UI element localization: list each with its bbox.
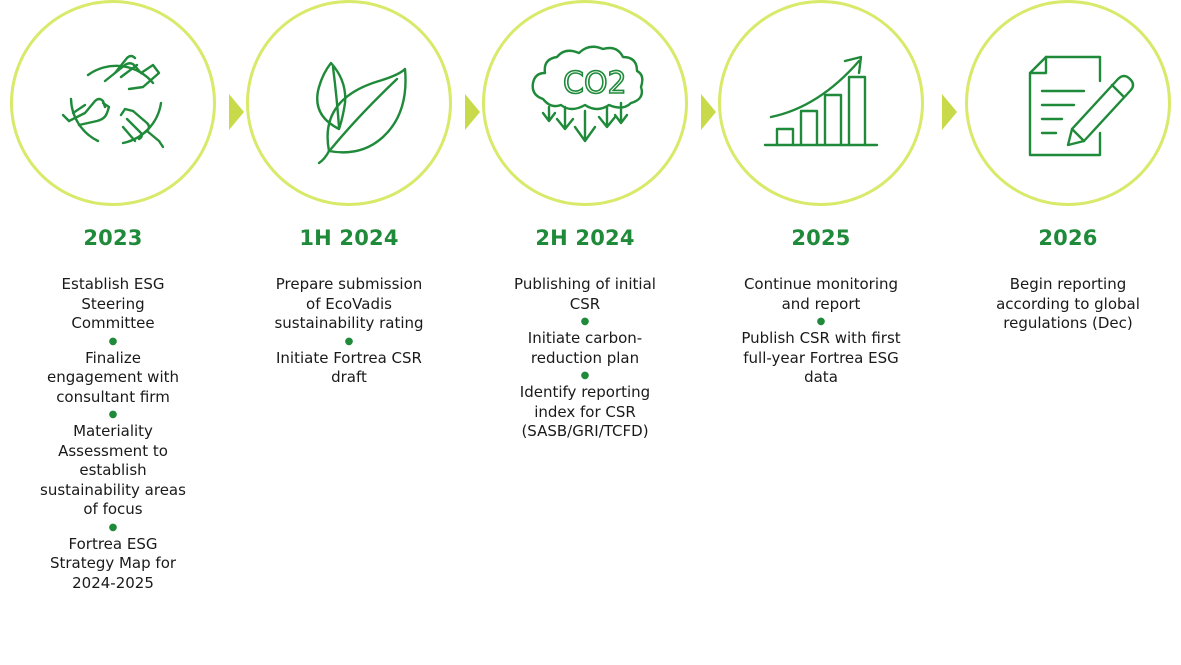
stage-icon-circle: CO2 xyxy=(482,0,688,206)
stage-year: 2025 xyxy=(791,226,851,250)
milestone-item: Initiate Fortrea CSR draft xyxy=(276,348,422,387)
stage-year: 2H 2024 xyxy=(535,226,635,250)
stage-milestone-list: Prepare submission of EcoVadis sustainab… xyxy=(274,275,424,388)
stage-icon-circle xyxy=(965,0,1171,206)
milestone-item: Finalize engagement with consultant firm xyxy=(46,348,180,406)
stage-year: 2023 xyxy=(83,226,143,250)
stage-year: 1H 2024 xyxy=(299,226,399,250)
bullet-separator: ● xyxy=(344,335,354,347)
milestone-item: Begin reporting according to global regu… xyxy=(996,275,1140,332)
chevron-right-icon xyxy=(942,94,957,130)
stage-icon-circle xyxy=(246,0,452,206)
bullet-separator: ● xyxy=(580,370,590,381)
growth-chart-icon xyxy=(763,55,879,147)
stage-milestone-list: Publishing of initial CSR ● Initiate car… xyxy=(500,275,670,442)
milestone-item: Materiality Assessment to establish sust… xyxy=(40,422,186,518)
co2-reduction-icon: CO2 xyxy=(531,45,644,143)
chevron-right-icon xyxy=(229,94,244,130)
bullet-separator: ● xyxy=(108,521,118,533)
milestone-item: Prepare submission of EcoVadis sustainab… xyxy=(274,275,424,332)
bullet-separator: ● xyxy=(108,409,118,420)
milestone-item: Publishing of initial CSR xyxy=(514,275,656,313)
milestone-item: Fortrea ESG Strategy Map for 2024-2025 xyxy=(49,534,177,592)
bullet-separator: ● xyxy=(108,335,118,347)
stage-icon-circle xyxy=(10,0,216,206)
milestone-item: Publish CSR with first full-year Fortrea… xyxy=(741,329,901,386)
milestone-item: Continue monitoring and report xyxy=(743,275,899,313)
bullet-separator: ● xyxy=(580,316,590,327)
bullet-separator: ● xyxy=(816,316,826,327)
stage-icon-circle xyxy=(718,0,924,206)
milestone-item: Identify reporting index for CSR (SASB/G… xyxy=(519,383,651,440)
stage-year: 2026 xyxy=(1038,226,1098,250)
stage-milestone-list: Begin reporting according to global regu… xyxy=(978,275,1158,334)
stage-milestone-list: Establish ESG Steering Committee ● Final… xyxy=(38,275,188,593)
leaf-icon xyxy=(316,61,407,165)
chevron-right-icon xyxy=(465,94,480,130)
stage-milestone-list: Continue monitoring and report ● Publish… xyxy=(731,275,911,388)
hands-teamwork-icon xyxy=(61,54,165,149)
milestone-item: Initiate carbon-reduction plan xyxy=(527,329,643,367)
chevron-right-icon xyxy=(701,94,716,130)
milestone-item: Establish ESG Steering Committee xyxy=(61,275,165,332)
co2-label: CO2 xyxy=(563,66,627,101)
document-pen-icon xyxy=(1028,55,1135,157)
